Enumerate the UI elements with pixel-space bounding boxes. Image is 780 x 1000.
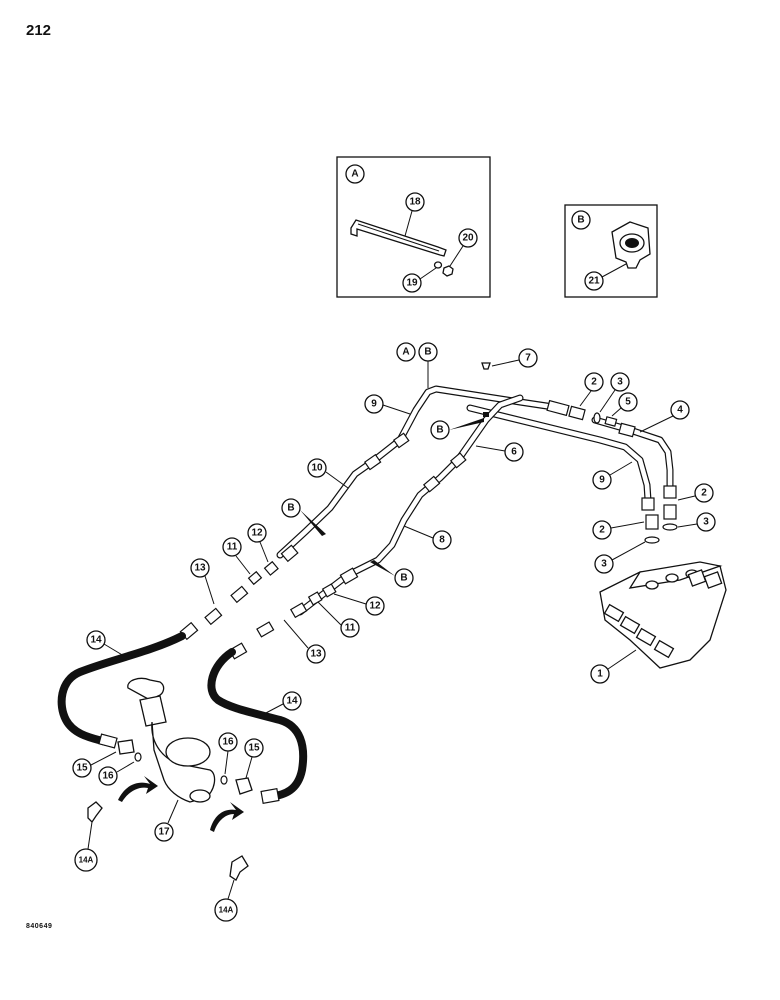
svg-text:4: 4	[677, 405, 683, 416]
svg-text:1: 1	[597, 669, 603, 680]
detail-a-inset: A 18 20 19	[336, 156, 491, 298]
svg-text:18: 18	[409, 197, 421, 208]
callout-14b: 14	[282, 691, 302, 711]
svg-text:13: 13	[194, 563, 206, 574]
svg-text:15: 15	[248, 743, 260, 754]
callout-3b: 3	[696, 512, 716, 532]
callout-1: 1	[590, 664, 610, 684]
callout-13a: 13	[190, 558, 210, 578]
control-valve-part	[599, 561, 727, 669]
callout-19: 19	[402, 273, 422, 293]
callout-6: 6	[504, 442, 524, 462]
callout-16b: 16	[218, 732, 238, 752]
svg-text:B: B	[287, 503, 294, 514]
callout-2b: 2	[694, 483, 714, 503]
callout-20: 20	[458, 228, 478, 248]
svg-text:5: 5	[625, 397, 631, 408]
svg-text:11: 11	[345, 623, 356, 634]
callout-A-main: A	[396, 342, 416, 362]
detail-a-label: A	[345, 164, 365, 184]
detail-b-label: B	[571, 210, 591, 230]
svg-text:3: 3	[601, 559, 607, 570]
svg-text:21: 21	[588, 276, 600, 287]
detail-b-inset: B 21	[564, 204, 658, 298]
callout-B2: B	[281, 498, 301, 518]
tube-fittings	[179, 362, 678, 660]
svg-text:A: A	[351, 169, 358, 180]
callout-B-main: B	[418, 342, 438, 362]
callout-B3: B	[394, 568, 414, 588]
callout-14a: 14	[86, 630, 106, 650]
callout-13b: 13	[306, 644, 326, 664]
svg-text:16: 16	[222, 737, 234, 748]
svg-text:17: 17	[158, 827, 170, 838]
callout-2a: 2	[584, 372, 604, 392]
callout-8: 8	[432, 530, 452, 550]
callout-18: 18	[405, 192, 425, 212]
callout-3c: 3	[594, 554, 614, 574]
callout-15a: 15	[72, 758, 92, 778]
svg-text:8: 8	[439, 535, 445, 546]
svg-text:3: 3	[703, 517, 709, 528]
callout-2c: 2	[592, 520, 612, 540]
callout-12b: 12	[365, 596, 385, 616]
callout-5: 5	[618, 392, 638, 412]
callout-4: 4	[670, 400, 690, 420]
callout-9b: 9	[592, 470, 612, 490]
page-number: 212	[26, 22, 52, 39]
svg-text:12: 12	[251, 528, 263, 539]
svg-text:2: 2	[591, 377, 597, 388]
callout-16a: 16	[98, 766, 118, 786]
svg-text:B: B	[400, 573, 407, 584]
callout-14A-a: 14A	[74, 848, 98, 872]
svg-text:2: 2	[701, 488, 707, 499]
tube-assembly-9-10	[276, 385, 652, 559]
callout-15b: 15	[244, 738, 264, 758]
callout-21: 21	[584, 271, 604, 291]
svg-text:7: 7	[525, 353, 531, 364]
svg-text:A: A	[402, 347, 409, 358]
callout-3a: 3	[610, 372, 630, 392]
tube-assembly-6-8	[296, 394, 674, 616]
callout-10: 10	[307, 458, 327, 478]
callout-B1: B	[430, 420, 450, 440]
svg-text:14: 14	[286, 696, 298, 707]
svg-text:14A: 14A	[79, 856, 94, 865]
svg-text:16: 16	[102, 771, 114, 782]
svg-text:9: 9	[599, 475, 605, 486]
callout-9a: 9	[364, 394, 384, 414]
svg-text:10: 10	[311, 463, 323, 474]
callout-17: 17	[154, 822, 174, 842]
svg-text:6: 6	[511, 447, 517, 458]
washer-part	[433, 261, 443, 269]
svg-text:B: B	[424, 347, 431, 358]
svg-text:2: 2	[599, 525, 605, 536]
callout-7: 7	[518, 348, 538, 368]
cylinder-part	[87, 677, 253, 881]
figure-code: 840649	[26, 923, 53, 930]
svg-text:B: B	[577, 215, 584, 226]
hose-assemblies	[57, 632, 308, 804]
callout-11a: 11	[222, 537, 242, 557]
nut-part	[442, 265, 454, 277]
callout-labels: A B 7 9 B 6 2 3 5 4 9 2 2 3 3 1 10 B 8	[72, 342, 716, 922]
svg-text:B: B	[436, 425, 443, 436]
svg-text:15: 15	[76, 763, 88, 774]
svg-text:19: 19	[406, 278, 418, 289]
callout-12a: 12	[247, 523, 267, 543]
svg-text:11: 11	[227, 542, 238, 553]
svg-text:3: 3	[617, 377, 623, 388]
callout-14A-b: 14A	[214, 898, 238, 922]
svg-text:14A: 14A	[219, 906, 234, 915]
svg-text:9: 9	[371, 399, 377, 410]
callout-11b: 11	[340, 618, 360, 638]
svg-text:14: 14	[90, 635, 102, 646]
svg-text:20: 20	[462, 233, 474, 244]
svg-text:13: 13	[310, 649, 322, 660]
svg-text:12: 12	[369, 601, 381, 612]
